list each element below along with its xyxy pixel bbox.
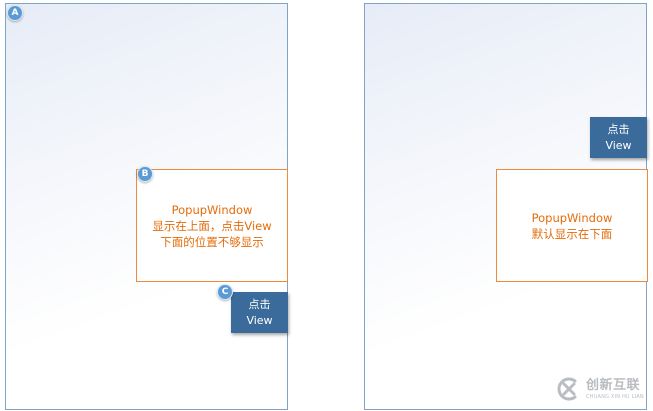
marker-b: B: [137, 166, 153, 182]
popup-window-above: PopupWindow 显示在上面，点击View 下面的位置不够显示: [136, 169, 288, 282]
view-right-label-line2: View: [605, 138, 632, 152]
popup-left-desc-line1: 显示在上面，点击View: [152, 218, 272, 233]
marker-c: C: [217, 284, 233, 300]
click-view-button-right[interactable]: 点击 View: [590, 117, 647, 158]
marker-a: A: [7, 5, 23, 21]
watermark-en-text: CHUANG XIN HU LIAN: [586, 393, 644, 400]
view-left-label-line2: View: [246, 313, 273, 327]
popup-right-title: PopupWindow: [531, 210, 613, 225]
popup-right-desc: 默认显示在下面: [531, 226, 613, 241]
click-view-button-left[interactable]: 点击 View: [231, 292, 288, 333]
view-left-label-line1: 点击: [248, 297, 271, 311]
popup-window-below: PopupWindow 默认显示在下面: [496, 169, 648, 282]
watermark-cn-text: 创新互联: [586, 377, 641, 393]
view-right-label-line1: 点击: [607, 122, 630, 136]
popup-left-title: PopupWindow: [171, 202, 253, 217]
x-circle-logo-icon: [557, 377, 577, 401]
watermark-logo: 创新互联 CHUANG XIN HU LIAN: [553, 370, 651, 408]
popup-left-desc-line2: 下面的位置不够显示: [160, 234, 264, 249]
